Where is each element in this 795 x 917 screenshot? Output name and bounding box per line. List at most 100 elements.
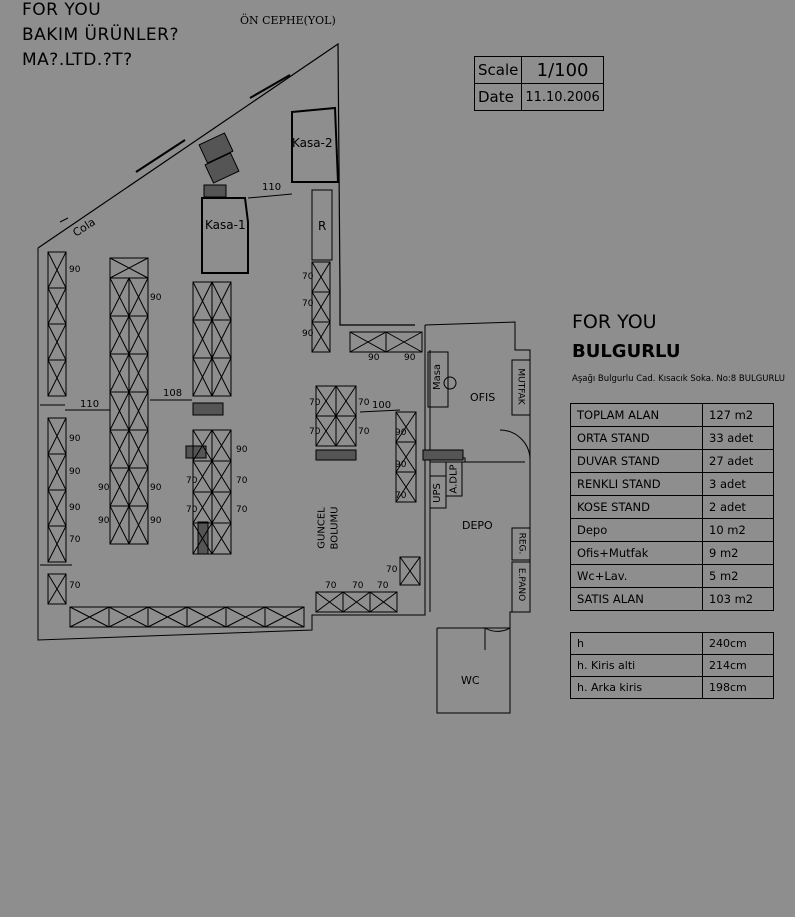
area-value: 27 adet [702,449,774,473]
stand-cross [47,251,67,289]
area-label: Depo [570,518,703,542]
stand-cross [192,491,213,524]
stand-unit [264,606,305,628]
stand-cross [147,606,188,628]
depo-label: DEPO [462,519,493,532]
dim-108: 108 [163,388,183,399]
stand-size-label: 90 [98,483,110,493]
kasa-1-label: Kasa-1 [205,218,246,232]
stand-size-label: 90 [69,503,81,513]
stand-cross [109,277,130,317]
area-label: DUVAR STAND [570,449,703,473]
height-value: 214cm [702,654,774,677]
kasa-2-label: Kasa-2 [292,136,333,150]
stand-cross [211,429,232,462]
stand-cross [128,505,149,545]
store-brand: FOR YOU [572,311,657,333]
stand-cross [315,415,337,447]
stand-size-label: 90 [98,516,110,526]
mutfak-label: MUTFAK [515,368,526,405]
front-facade-label: ÖN CEPHE(YOL) [240,14,336,27]
stand-size-label: 90 [395,428,407,438]
stand-size-label: 90 [404,353,416,363]
ofis-label: OFIS [470,391,496,404]
stand-cross [211,281,232,321]
stand-cross [385,331,423,353]
guncel-label: GUNCEL [316,507,328,549]
stand-cross [311,261,331,293]
area-label: ORTA STAND [570,426,703,450]
stand-cross [109,391,130,431]
stand-size-label: 70 [186,505,198,515]
stand-size-label: 70 [325,581,337,591]
stand-size-label: 90 [69,467,81,477]
area-label: Ofis+Mutfak [570,541,703,565]
stand-cross [47,359,67,397]
stand-unit [128,505,149,545]
stand-size-label: 90 [150,293,162,303]
company-line-3: MA?.LTD.?T? [22,50,133,70]
r-label: R [318,219,327,233]
stand-cross [109,429,130,469]
stand-cross [211,522,232,555]
stand-cross [47,453,67,491]
stand-cross [395,411,417,443]
stand-unit [211,522,232,555]
stand-cross [128,277,149,317]
stand-cross [211,491,232,524]
stand-cross [128,353,149,393]
stand-size-label: 90 [150,483,162,493]
stand-unit [211,357,232,397]
stand-unit [399,556,421,586]
height-label: h. Arka kiris [570,676,703,699]
stand-size-label: 90 [150,516,162,526]
stand-size-label: 70 [395,491,407,501]
stand-cross [315,591,344,613]
stand-cross [108,606,149,628]
company-line-1: FOR YOU [22,0,102,20]
stand-unit [369,591,398,613]
height-label: h [570,632,703,655]
stand-size-label: 70 [377,581,389,591]
stand-size-label: 70 [358,398,370,408]
area-row: Wc+Lav.5 m2 [570,564,774,588]
area-value: 5 m2 [702,564,774,588]
stand-cross [47,287,67,325]
scale-label: Scale [473,56,523,84]
area-value: 103 m2 [702,587,774,611]
stand-size-label: 90 [236,445,248,455]
stand-size-label: 70 [386,565,398,575]
stand-cross [342,591,371,613]
height-value: 198cm [702,676,774,699]
area-value: 127 m2 [702,403,774,427]
dim-110-left: 110 [80,399,100,410]
date-label: Date [473,83,523,111]
stand-cross [395,441,417,473]
stand-cross [211,357,232,397]
height-value: 240cm [702,632,774,655]
stand-cross [47,525,67,563]
stand-cross [192,281,213,321]
stand-size-label: 70 [236,476,248,486]
stand-cross [109,315,130,355]
area-label: SATIS ALAN [570,587,703,611]
area-value: 9 m2 [702,541,774,565]
stand-size-label: 90 [69,434,81,444]
stand-unit [47,359,67,397]
stand-size-label: 90 [302,329,314,339]
date-value: 11.10.2006 [521,83,604,111]
stand-cross [128,315,149,355]
stand-cross [109,467,130,507]
stand-cross [369,591,398,613]
area-value: 33 adet [702,426,774,450]
stand-size-label: 70 [309,398,321,408]
